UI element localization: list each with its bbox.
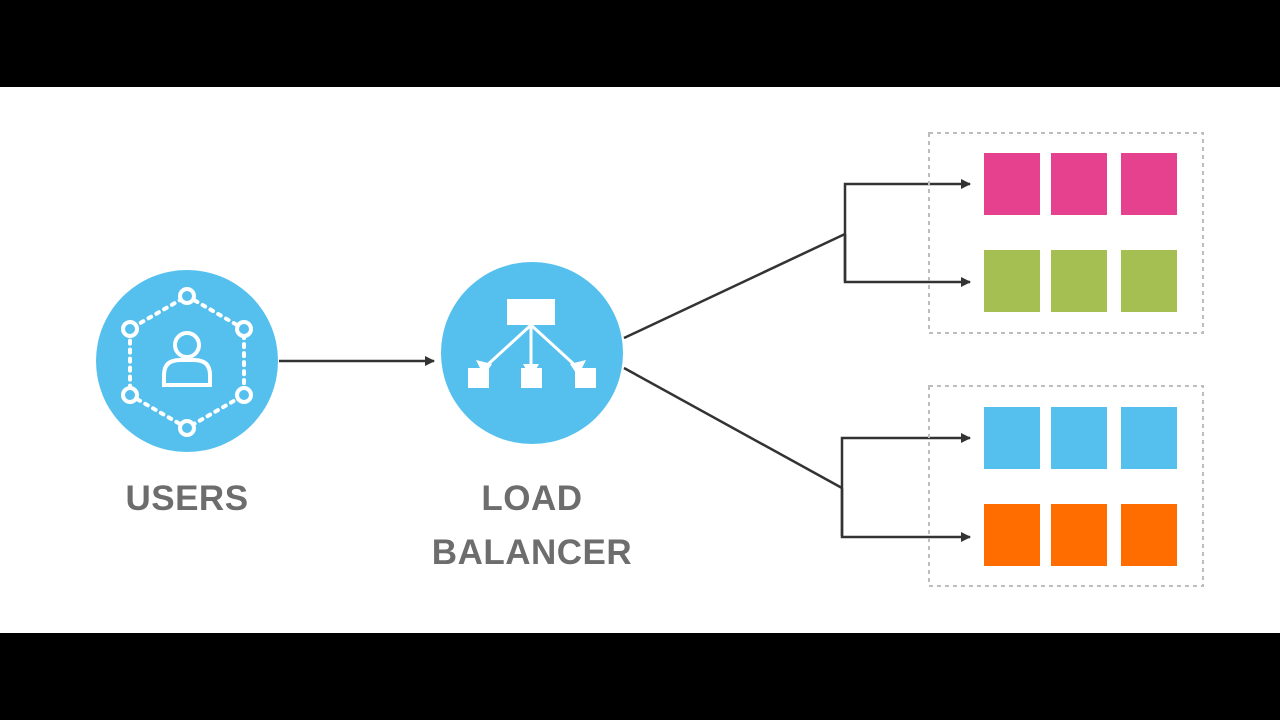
users-node	[96, 270, 278, 452]
server-blocks	[984, 153, 1177, 566]
server-block	[1121, 153, 1177, 215]
lb-to-group2-line	[623, 366, 843, 490]
load-balancer-label-line2: BALANCER	[431, 533, 633, 572]
server-block	[1121, 407, 1177, 469]
load-balancer-label: LOAD BALANCER	[400, 472, 664, 580]
server-block	[984, 504, 1040, 566]
server-block	[1121, 250, 1177, 312]
group1-row1-arrow	[843, 179, 971, 281]
bottom-letterbox	[0, 633, 1280, 720]
server-group-2-border	[928, 385, 1204, 587]
server-block	[1051, 504, 1107, 566]
load-balancer-label-line1: LOAD	[481, 479, 583, 518]
group1-row2-arrow	[843, 234, 971, 287]
server-block	[1051, 407, 1107, 469]
server-block	[1051, 153, 1107, 215]
group2-row2-arrow	[840, 488, 971, 542]
server-block	[984, 153, 1040, 215]
server-block	[1121, 504, 1177, 566]
server-block	[984, 250, 1040, 312]
user-network-icon	[121, 287, 253, 437]
top-letterbox	[0, 0, 1280, 87]
load-balancer-node	[441, 262, 623, 444]
distribute-arrows-icon	[468, 299, 596, 388]
server-block	[1051, 250, 1107, 312]
group2-row1-arrow	[840, 433, 971, 536]
server-group-1-border	[928, 132, 1204, 334]
server-block	[984, 407, 1040, 469]
users-label: USERS	[125, 479, 249, 518]
connectors	[279, 179, 971, 542]
lb-to-group1-line	[623, 232, 846, 340]
